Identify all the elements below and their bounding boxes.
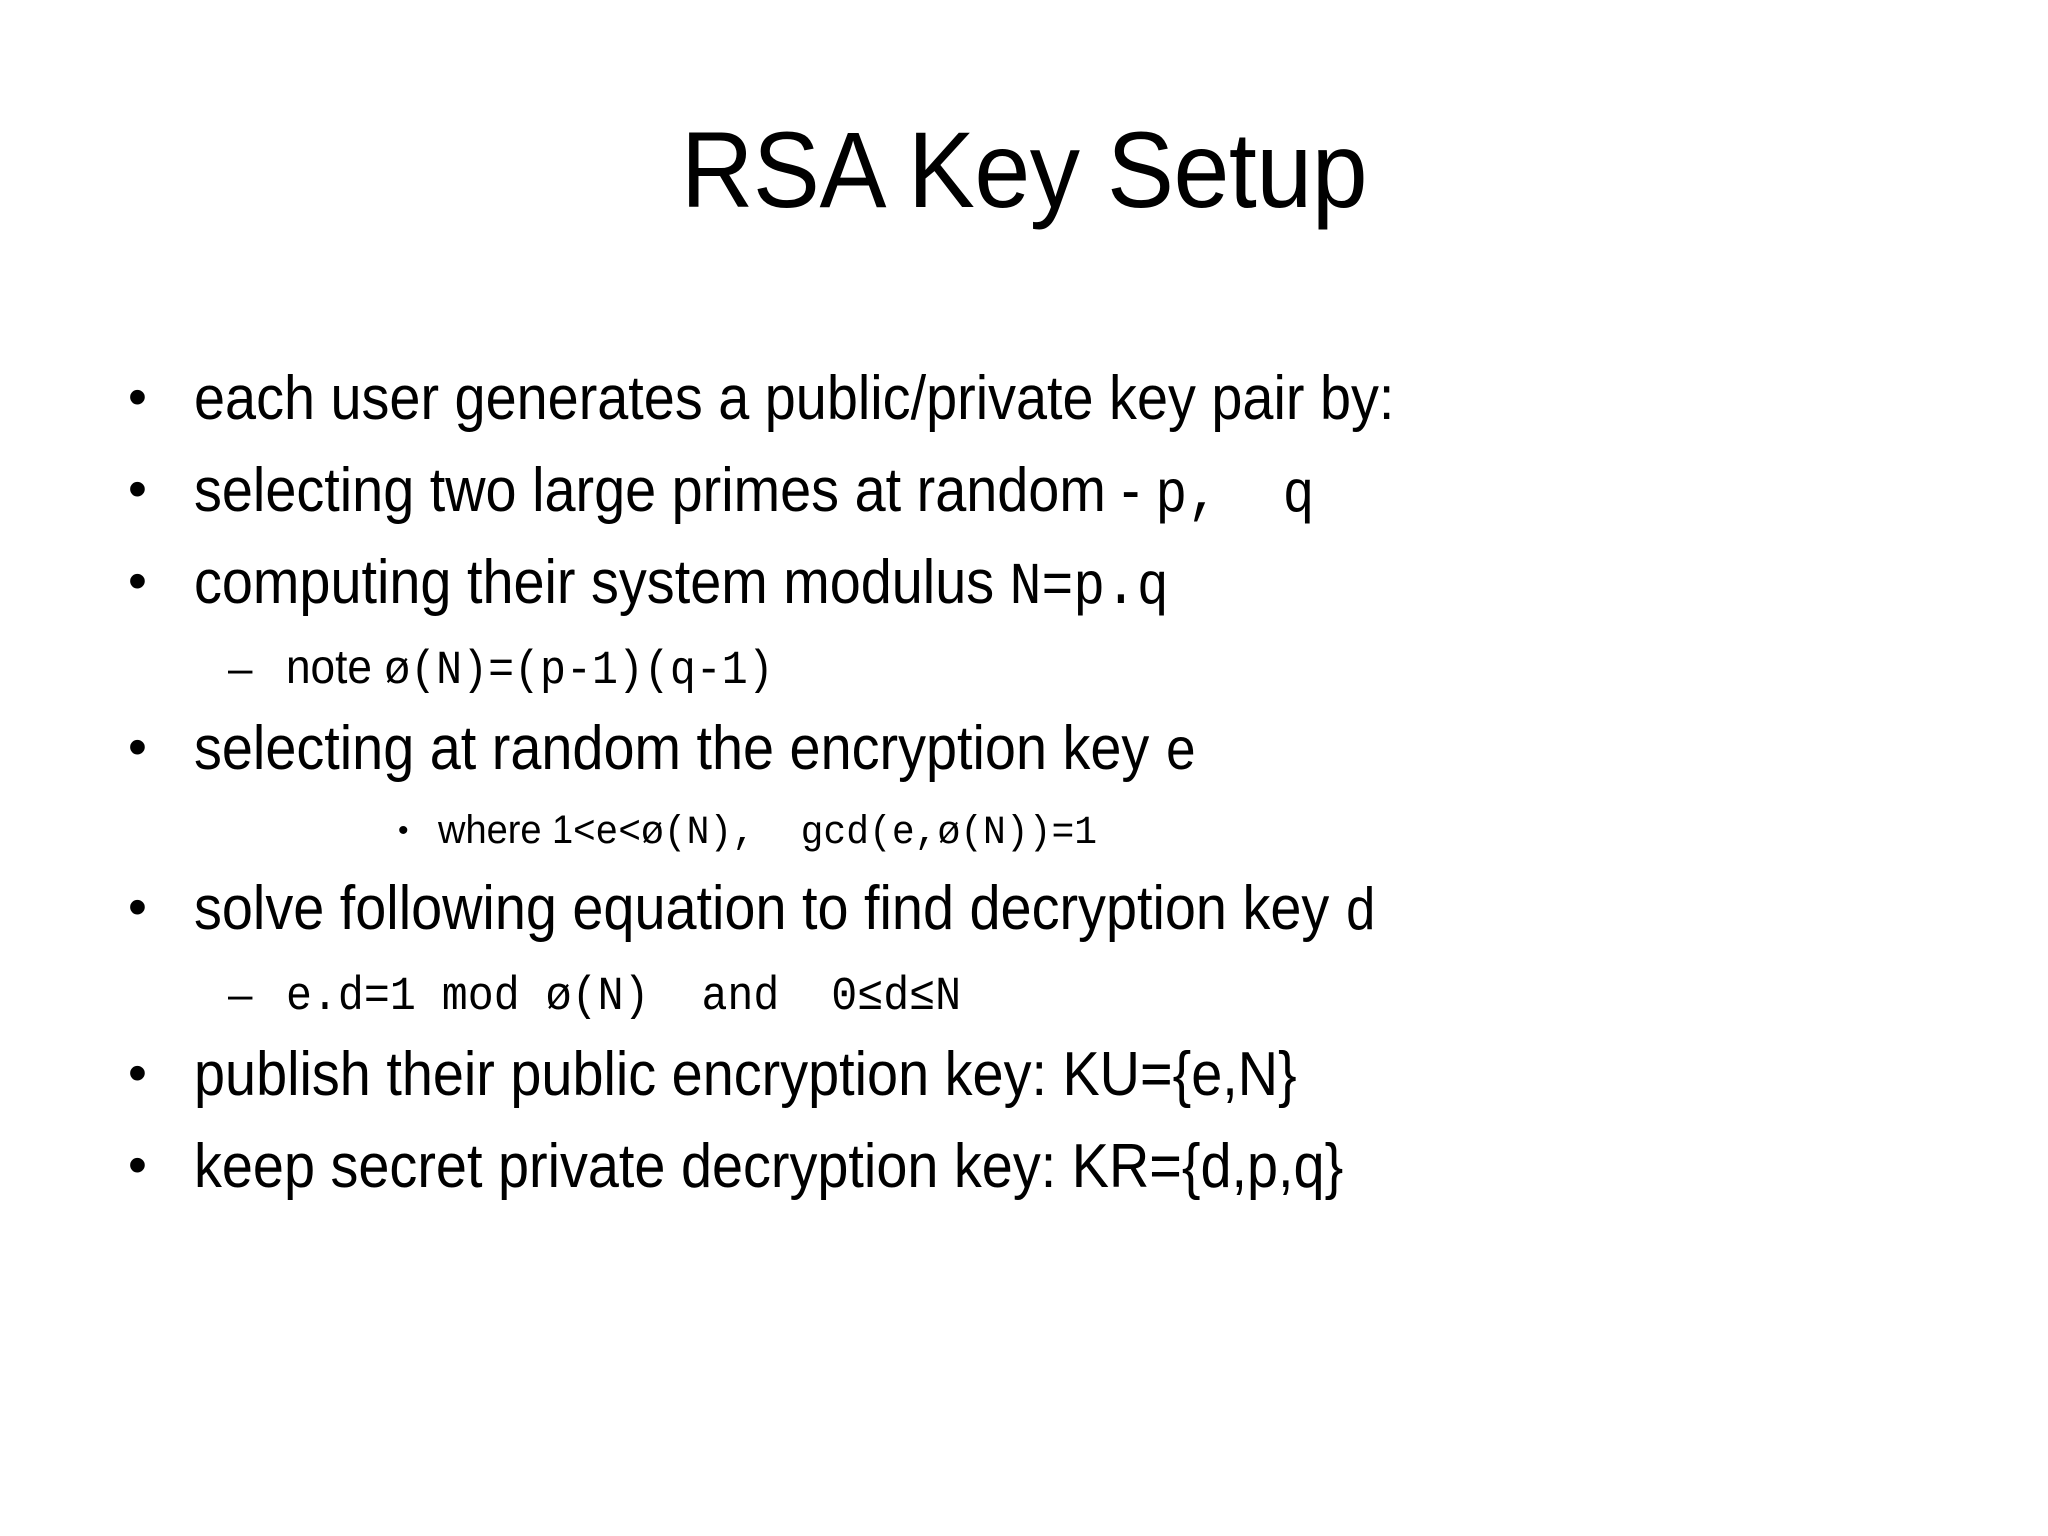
bullet-marker-icon: –: [228, 970, 253, 1019]
text-run-mono: d: [1344, 880, 1377, 947]
bullet-line-text: selecting two large primes at random - p…: [194, 460, 1314, 526]
bullet-line-text: each user generates a public/private key…: [194, 368, 1394, 430]
text-run-sans: computing their system modulus: [194, 548, 1010, 617]
text-run-mono: N=p.q: [1009, 554, 1169, 621]
bullet-marker-icon: •: [128, 459, 147, 519]
bullet-line: • keep secret private decryption key: KR=…: [0, 1136, 2048, 1228]
bullet-marker-icon: –: [228, 644, 253, 693]
text-run-sans: publish their public encryption key: KU=…: [194, 1040, 1297, 1109]
text-run-mono: p, q: [1155, 462, 1315, 529]
text-run-sans: selecting two large primes at random -: [194, 456, 1156, 525]
bullet-line: • where 1<e<ø(N), gcd(e,ø(N))=1: [0, 810, 2048, 878]
bullet-line-text: keep secret private decryption key: KR={…: [194, 1136, 1343, 1198]
text-run-sans: solve following equation to find decrypt…: [194, 874, 1345, 943]
bullet-line-text: solve following equation to find decrypt…: [194, 878, 1377, 944]
text-run-sans: note: [286, 641, 385, 694]
text-run-sans: where 1<: [438, 808, 596, 852]
text-run-mono: e: [1164, 720, 1197, 787]
bullet-line-text: publish their public encryption key: KU=…: [194, 1044, 1297, 1106]
text-run-mono: e.d=1 mod ø(N) and 0≤d≤N: [286, 971, 962, 1024]
bullet-line: • solve following equation to find decryp…: [0, 878, 2048, 970]
bullet-line-text: computing their system modulus N=p.q: [194, 552, 1169, 618]
bullet-line: –e.d=1 mod ø(N) and 0≤d≤N: [0, 970, 2048, 1044]
bullet-marker-icon: •: [128, 551, 147, 611]
page-title: RSA Key Setup: [680, 109, 1368, 230]
bullet-marker-icon: •: [128, 877, 147, 937]
bullet-line: • selecting at random the encryption key …: [0, 718, 2048, 810]
text-run-mono: ø(N)=(p-1)(q-1): [384, 645, 774, 698]
bullet-line: • publish their public encryption key: KU…: [0, 1044, 2048, 1136]
bullet-line: • selecting two large primes at random - …: [0, 460, 2048, 552]
text-run-mono: e<ø(N), gcd(e,ø(N))=1: [595, 811, 1098, 856]
bullet-marker-icon: •: [128, 717, 147, 777]
bullet-marker-icon: •: [128, 1043, 147, 1103]
text-run-sans: selecting at random the encryption key: [194, 714, 1165, 783]
bullet-line-text: where 1<e<ø(N), gcd(e,ø(N))=1: [438, 810, 1097, 854]
bullet-line: –note ø(N)=(p-1)(q-1): [0, 644, 2048, 718]
bullet-marker-icon: •: [398, 814, 409, 847]
bullet-line-text: note ø(N)=(p-1)(q-1): [286, 641, 774, 698]
bullet-line: • each user generates a public/private ke…: [0, 368, 2048, 460]
slide-body-bullet-list: • each user generates a public/private ke…: [0, 368, 2048, 1228]
bullet-line-text: e.d=1 mod ø(N) and 0≤d≤N: [286, 970, 961, 1021]
text-run-sans: keep secret private decryption key: KR={…: [194, 1132, 1344, 1201]
bullet-marker-icon: •: [128, 367, 147, 427]
text-run-sans: each user generates a public/private key…: [194, 364, 1395, 433]
bullet-line-text: selecting at random the encryption key e: [194, 718, 1197, 784]
bullet-marker-icon: •: [128, 1135, 147, 1195]
bullet-line: • computing their system modulus N=p.q: [0, 552, 2048, 644]
